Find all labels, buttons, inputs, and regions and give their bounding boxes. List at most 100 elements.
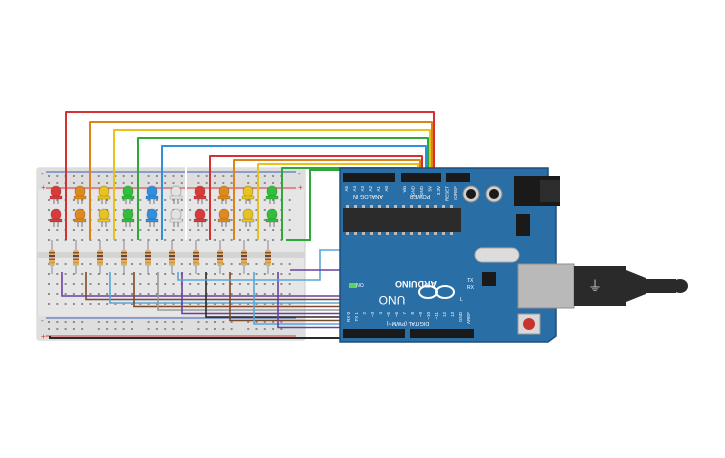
power-header[interactable]: [401, 173, 441, 182]
led-top-8[interactable]: [217, 185, 231, 204]
hole: [147, 283, 150, 285]
led-top-6[interactable]: [169, 185, 183, 204]
hole: [263, 293, 266, 295]
led-bottom-9[interactable]: [241, 208, 255, 227]
hole: [155, 239, 158, 241]
hole: [114, 229, 117, 231]
usb-port[interactable]: [517, 263, 575, 309]
led-bottom-1[interactable]: [49, 208, 63, 227]
hole: [263, 283, 266, 285]
led-bottom-6[interactable]: [169, 208, 183, 227]
hole: [147, 199, 150, 201]
led-bottom-2[interactable]: [73, 208, 87, 227]
led-top-7[interactable]: [193, 185, 207, 204]
hole: [139, 199, 142, 201]
resistor-1[interactable]: [49, 240, 55, 274]
hole: [214, 303, 216, 305]
hole: [189, 303, 192, 305]
rail-hole: [56, 175, 59, 177]
digital-pin-label: 8: [410, 312, 415, 315]
power-pin-label: 3.3V: [436, 186, 441, 195]
led-lens: [50, 208, 62, 221]
reset-button[interactable]: [523, 318, 535, 330]
rail-hole: [214, 321, 216, 323]
digital-label: DIGITAL (PWM~): [387, 320, 430, 326]
hole: [247, 273, 250, 275]
hole: [288, 293, 291, 295]
digital-pin-label: 12: [442, 312, 447, 318]
led-top-9[interactable]: [241, 185, 255, 204]
hole: [147, 273, 150, 275]
hole: [172, 293, 175, 295]
led-bottom-8[interactable]: [217, 208, 231, 227]
led-bottom-7[interactable]: [193, 208, 207, 227]
hole: [189, 283, 192, 285]
rail-hole: [272, 175, 275, 177]
led-top-5[interactable]: [145, 185, 159, 204]
arduino-uno-board[interactable]: ARDUINO UNO ANALOG IN POWER DIGITAL (PWM…: [339, 167, 575, 343]
hole: [64, 283, 67, 285]
led-rim: [73, 195, 87, 200]
hole: [147, 293, 150, 295]
on-led: [349, 283, 357, 288]
led-lens: [74, 185, 86, 198]
hole: [205, 229, 208, 231]
resistor-8[interactable]: [217, 240, 223, 274]
resistor-4[interactable]: [121, 240, 127, 274]
led-bottom-5[interactable]: [145, 208, 159, 227]
hole: [288, 263, 291, 265]
rail-hole: [222, 182, 225, 184]
power-header-right[interactable]: [446, 173, 470, 182]
on-label: ON: [356, 281, 364, 287]
rail-hole: [214, 328, 216, 330]
hole: [272, 229, 275, 231]
resistor-6[interactable]: [169, 240, 175, 274]
hole: [131, 199, 133, 201]
led-bottom-3[interactable]: [97, 208, 111, 227]
led-bottom-4[interactable]: [121, 208, 135, 227]
led-top-4[interactable]: [121, 185, 135, 204]
led-lens: [98, 185, 110, 198]
hole: [214, 293, 216, 295]
resistor-2[interactable]: [73, 240, 79, 274]
hole: [139, 263, 142, 265]
rail-hole: [172, 328, 175, 330]
hole: [272, 199, 275, 201]
chip-pin: [354, 205, 357, 208]
led-top-2[interactable]: [73, 185, 87, 204]
led-rim: [169, 218, 183, 223]
led-bottom-10[interactable]: [265, 208, 279, 227]
resistor-9[interactable]: [241, 240, 247, 274]
led-wire: [89, 121, 433, 240]
hole: [280, 283, 283, 285]
hole: [197, 293, 200, 295]
led-top-3[interactable]: [97, 185, 111, 204]
hole: [230, 303, 233, 305]
rail-minus-top-right-label: -: [298, 169, 301, 178]
led-top-10[interactable]: [265, 185, 279, 204]
hole: [255, 283, 258, 285]
usb-symbol-icon: ⏚: [588, 278, 602, 294]
rail-hole: [97, 321, 100, 323]
resistor-5[interactable]: [145, 240, 151, 274]
hole: [155, 263, 158, 265]
digital-header-left[interactable]: [343, 329, 405, 338]
hole: [238, 219, 241, 221]
led-top-1[interactable]: [49, 185, 63, 204]
hole: [155, 229, 158, 231]
digital-header-right[interactable]: [410, 329, 474, 338]
resistor-7[interactable]: [193, 240, 199, 274]
rail-hole: [122, 182, 125, 184]
hole: [189, 229, 192, 231]
hole: [255, 273, 258, 275]
hole: [222, 303, 225, 305]
analog-header[interactable]: [343, 173, 395, 182]
top-power-rail: [37, 168, 305, 190]
resistor-3[interactable]: [97, 240, 103, 274]
resistor-10[interactable]: [265, 240, 271, 274]
power-jack-tip: [540, 180, 560, 202]
usb-cable[interactable]: ⏚: [574, 266, 688, 306]
hole: [64, 303, 67, 305]
rail-hole: [230, 175, 233, 177]
rail-hole: [197, 175, 200, 177]
